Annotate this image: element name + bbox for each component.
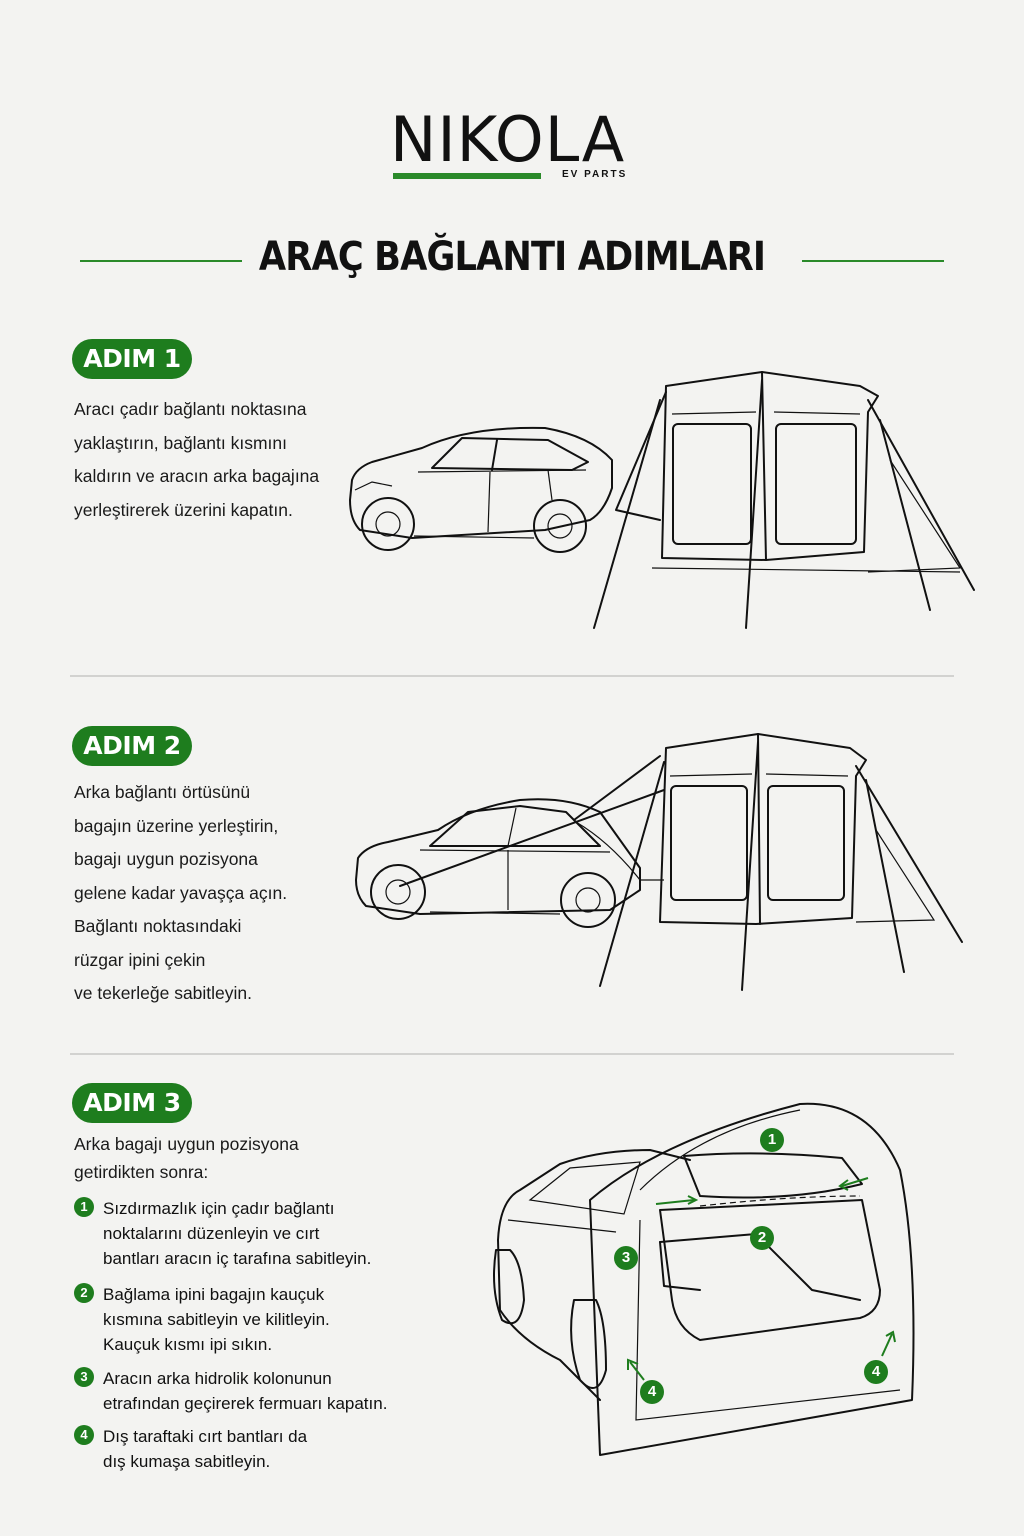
step3-badge: ADIM 3 [72,1083,192,1123]
step2-line: bagajı uygun pozisyona [74,849,258,869]
callout-2: 2 [750,1226,774,1250]
title-rule-right [802,260,944,262]
step3-item-line: noktalarını düzenleyin ve cırt [103,1224,320,1243]
step3-item-line: kısmına sabitleyin ve kilitleyin. [103,1310,330,1329]
step1-text: Aracı çadır bağlantı noktasına yaklaştır… [74,393,319,527]
step2-line: rüzgar ipini çekin [74,949,206,970]
step3-item-line: Dış taraftaki cırt bantları da [103,1427,308,1446]
step-number-badge: 2 [74,1283,94,1303]
section-divider [70,1053,954,1055]
step-number-badge: 1 [74,1197,94,1217]
page-title: ARAÇ BAĞLANTI ADIMLARI [258,234,766,280]
step3-item-line: Bağlama ipini bagajın kauçuk [103,1285,325,1304]
step2-line: gelene kadar yavaşça açın. [74,882,288,903]
step1-line: Aracı çadır bağlantı noktasına [74,399,307,419]
step3-item-line: Sızdırmazlık için çadır bağlantı [103,1199,335,1218]
callout-4-left: 4 [640,1380,664,1404]
step-number-badge: 4 [74,1425,94,1445]
callout-4-right: 4 [864,1360,888,1384]
step3-item-line: Kauçuk kısmı ipi sıkın. [103,1335,273,1354]
step-number-badge: 3 [74,1367,94,1387]
callout-1: 1 [760,1128,784,1152]
step3-intro-line: Arka bagajı uygun pozisyona [74,1134,299,1154]
step3-item-line: dış kumaşa sabitleyin. [103,1452,271,1471]
step1-badge: ADIM 1 [72,339,192,379]
step3-intro: Arka bagajı uygun pozisyona getirdikten … [74,1130,299,1186]
step2-line: ve tekerleğe sabitleyin. [74,983,253,1003]
brand-underline [393,173,541,179]
step1-line: yaklaştırın, bağlantı kısmını [74,432,288,453]
step3-intro-line: getirdikten sonra: [74,1162,209,1182]
section-divider [70,675,954,677]
step2-line: bagajın üzerine yerleştirin, [74,815,279,836]
step1-line: kaldırın ve aracın arka bagajına [74,466,320,486]
step3-item-line: Aracın arka hidrolik kolonunun [103,1369,332,1388]
brand-logo: NIKOLA EV PARTS [390,103,640,181]
title-rule-left [80,260,242,262]
brand-subtitle: EV PARTS [562,169,628,180]
step3-item-line: bantları aracın iç tarafına sabitleyin. [103,1249,372,1268]
step1-line: yerleştirerek üzerini kapatın. [74,499,293,520]
step2-line: Bağlantı noktasındaki [74,916,242,936]
callout-3: 3 [614,1246,638,1270]
step2-text: Arka bağlantı örtüsünü bagajın üzerine y… [74,776,287,1011]
step3-item-line: etrafından geçirerek fermuarı kapatın. [103,1394,388,1413]
step2-badge: ADIM 2 [72,726,192,766]
step2-line: Arka bağlantı örtüsünü [74,782,251,802]
brand-name: NIKOLA [390,103,626,176]
